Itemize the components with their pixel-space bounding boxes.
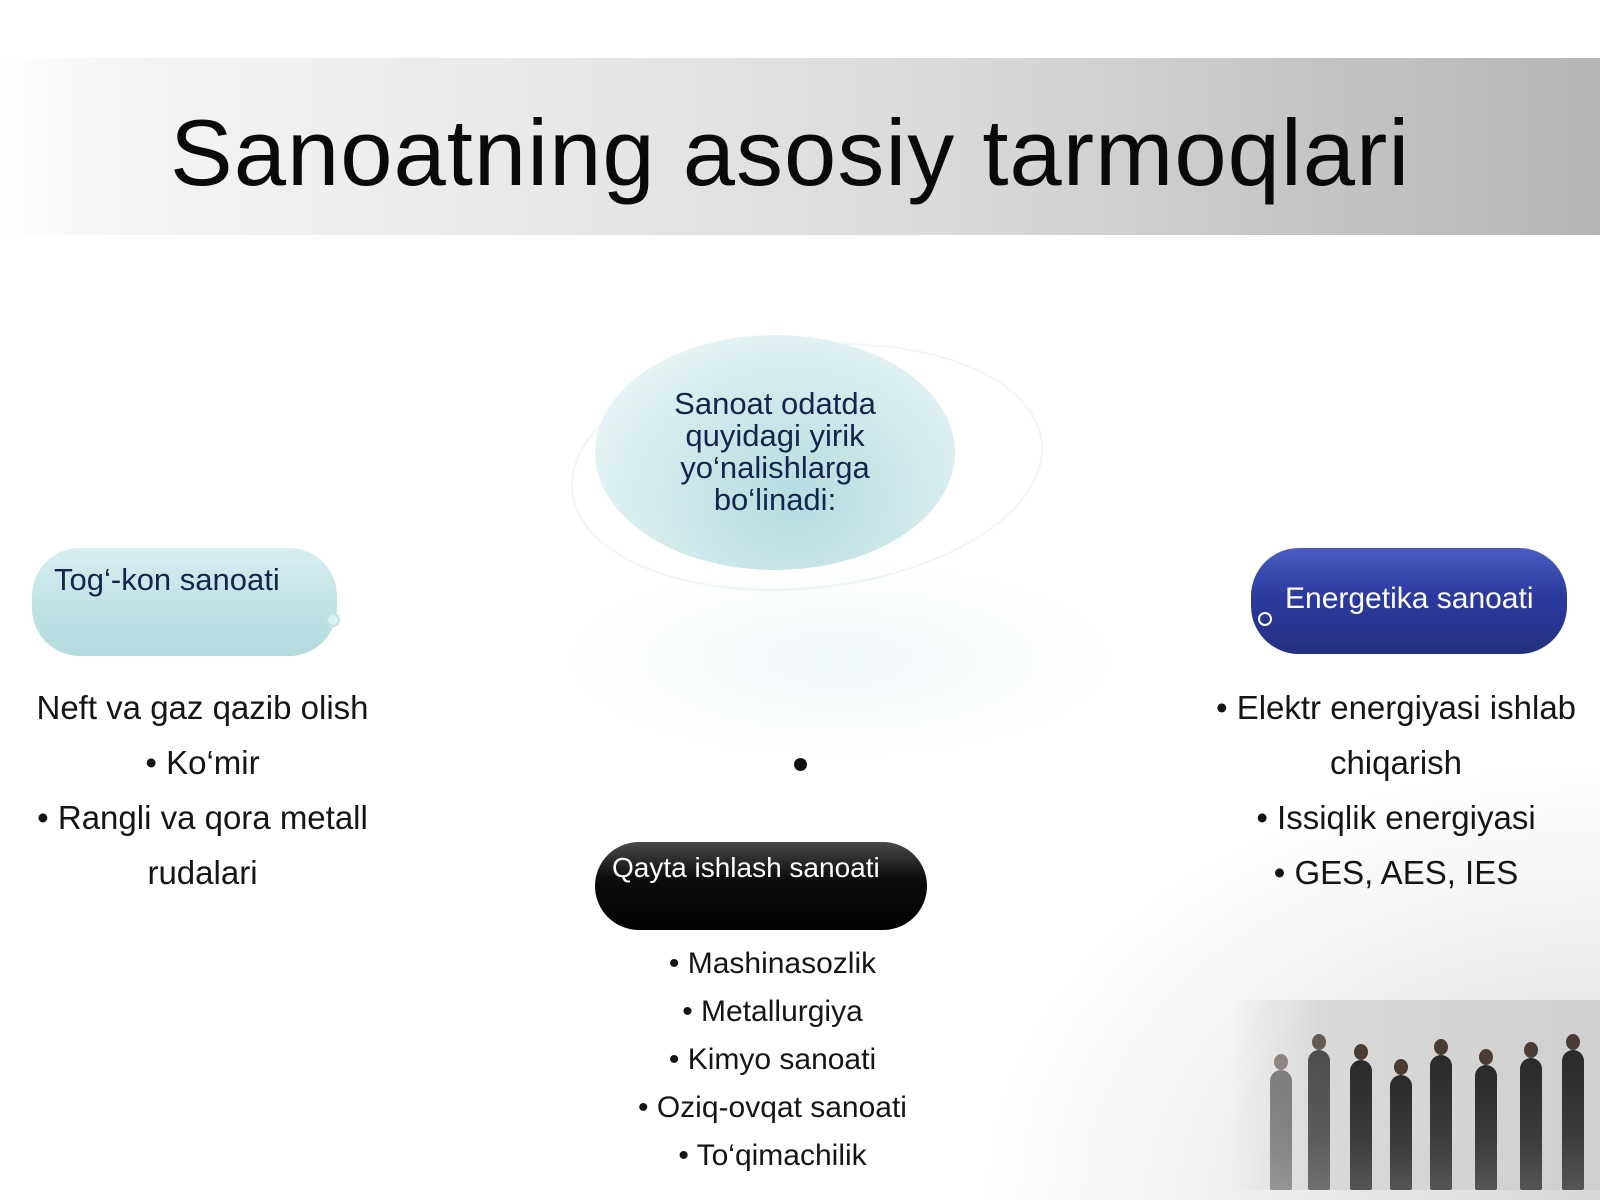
mining-items-list: Neft va gaz qazib olish • Ko‘mir • Rangl… bbox=[10, 680, 395, 900]
mining-connector-dot bbox=[326, 613, 340, 627]
list-item: • Issiqlik energiyasi bbox=[1256, 799, 1536, 836]
title-band bbox=[0, 58, 1600, 235]
center-text: Sanoat odatda quyidagi yirik yo‘nalishla… bbox=[615, 388, 935, 516]
list-item: rudalari bbox=[147, 854, 258, 891]
list-item: chiqarish bbox=[1329, 744, 1463, 781]
energy-connector-dot bbox=[1258, 612, 1272, 626]
center-line: quyidagi yirik bbox=[685, 418, 865, 453]
list-item: • Ko‘mir bbox=[145, 744, 260, 781]
processing-category-pill: Qayta ishlash sanoati bbox=[595, 842, 927, 930]
center-bubble bbox=[595, 335, 955, 570]
person-figure bbox=[1390, 1059, 1412, 1190]
energy-category-label: Energetika sanoati bbox=[1285, 582, 1534, 615]
list-item: • Oziq-ovqat sanoati bbox=[638, 1091, 907, 1124]
person-figure bbox=[1430, 1039, 1452, 1190]
people-image bbox=[1230, 1000, 1600, 1190]
list-item: • Mashinasozlik bbox=[668, 947, 877, 980]
center-line: Sanoat odatda bbox=[674, 386, 876, 421]
person-figure bbox=[1520, 1042, 1542, 1190]
list-item: • Rangli va qora metall bbox=[37, 799, 368, 836]
energy-category-pill: Energetika sanoati bbox=[1251, 548, 1567, 654]
person-figure bbox=[1562, 1034, 1584, 1190]
center-line: yo‘nalishlarga bbox=[680, 450, 870, 485]
energy-items-list: • Elektr energiyasi ishlab chiqarish • I… bbox=[1195, 680, 1597, 900]
processing-items-list: • Mashinasozlik • Metallurgiya • Kimyo s… bbox=[600, 940, 945, 1180]
center-line: bo‘linadi: bbox=[713, 482, 837, 517]
list-item: • Metallurgiya bbox=[682, 995, 863, 1028]
list-item: • To‘qimachilik bbox=[678, 1139, 867, 1172]
person-figure bbox=[1308, 1034, 1330, 1190]
list-item: • Kimyo sanoati bbox=[668, 1043, 877, 1076]
slide-title: Sanoatning asosiy tarmoqlari bbox=[170, 100, 1411, 205]
list-item: • GES, AES, IES bbox=[1273, 854, 1519, 891]
list-item: Neft va gaz qazib olish bbox=[36, 689, 369, 726]
list-item: • Elektr energiyasi ishlab bbox=[1215, 689, 1577, 726]
bullet-dot bbox=[794, 758, 807, 771]
mining-category-label: Tog‘-kon sanoati bbox=[54, 562, 280, 597]
person-figure bbox=[1350, 1044, 1372, 1190]
person-figure bbox=[1475, 1049, 1497, 1190]
processing-category-label: Qayta ishlash sanoati bbox=[612, 852, 880, 883]
person-figure bbox=[1270, 1054, 1292, 1190]
background-glow bbox=[560, 560, 1120, 760]
mining-category-pill: Tog‘-kon sanoati bbox=[32, 548, 337, 656]
